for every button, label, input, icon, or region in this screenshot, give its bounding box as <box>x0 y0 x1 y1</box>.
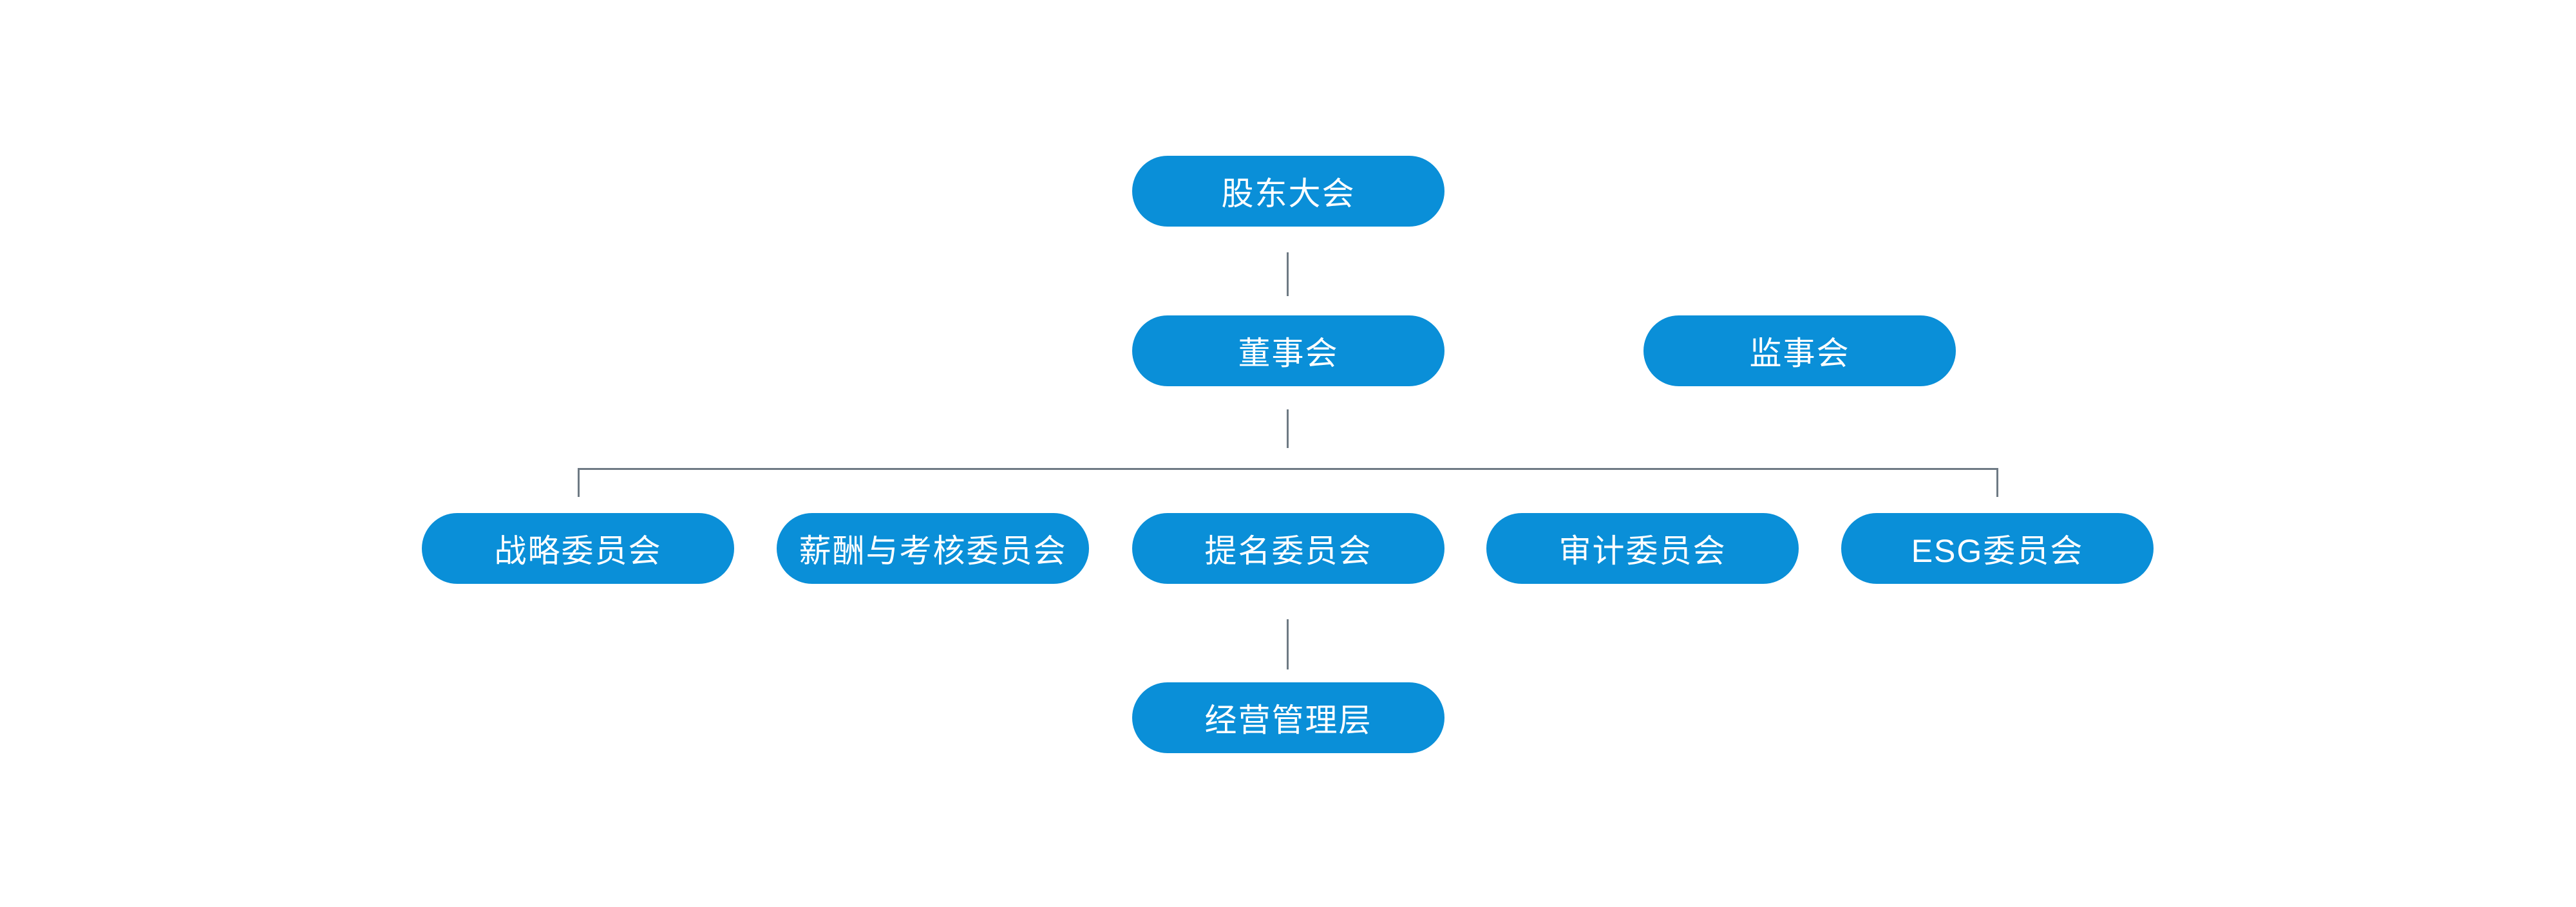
node-remuneration-committee: 薪酬与考核委员会 <box>777 513 1089 584</box>
node-label: 监事会 <box>1749 335 1850 371</box>
node-label: ESG委员会 <box>1911 533 2084 569</box>
node-label: 经营管理层 <box>1204 702 1372 738</box>
connector-board-to-bus <box>1287 409 1289 448</box>
node-audit-committee: 审计委员会 <box>1486 513 1799 584</box>
node-label: 股东大会 <box>1221 176 1356 212</box>
connector-nomination-to-management <box>1287 619 1289 669</box>
connector-bus-left-drop <box>578 468 580 497</box>
node-nomination-committee: 提名委员会 <box>1132 513 1444 584</box>
node-label: 审计委员会 <box>1558 533 1727 569</box>
node-esg-committee: ESG委员会 <box>1841 513 2154 584</box>
connector-shareholders-to-board <box>1287 252 1289 296</box>
connector-committees-bus <box>578 468 1998 470</box>
node-strategy-committee: 战略委员会 <box>422 513 734 584</box>
node-supervisory-board: 监事会 <box>1643 315 1956 386</box>
node-shareholders-meeting: 股东大会 <box>1132 156 1444 227</box>
node-label: 董事会 <box>1238 335 1339 371</box>
node-label: 提名委员会 <box>1204 533 1372 569</box>
node-label: 战略委员会 <box>494 533 662 569</box>
node-management-team: 经营管理层 <box>1132 682 1444 753</box>
node-label: 薪酬与考核委员会 <box>799 533 1067 569</box>
connector-bus-right-drop <box>1996 468 1998 497</box>
node-board-of-directors: 董事会 <box>1132 315 1444 386</box>
